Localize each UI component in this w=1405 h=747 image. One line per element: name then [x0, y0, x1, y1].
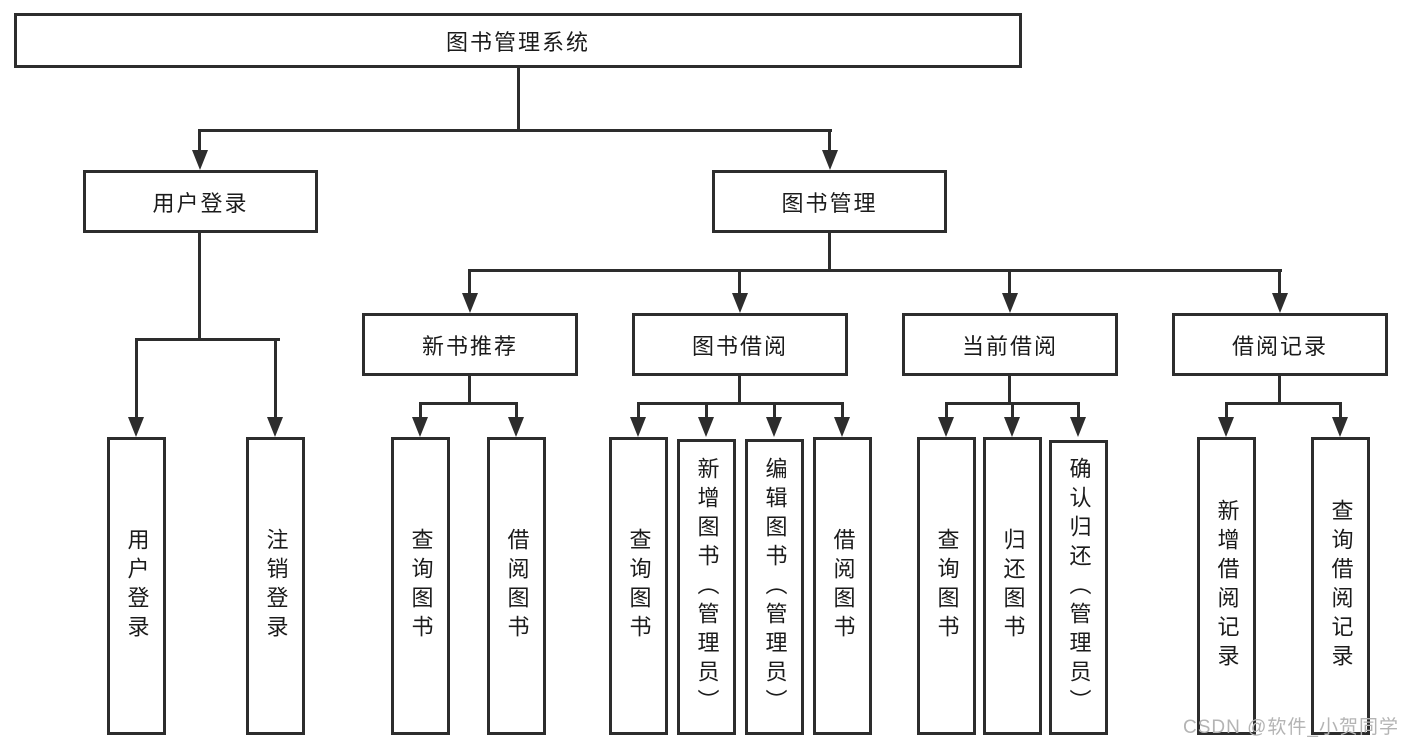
leaf-label: 新增借阅记录 — [1214, 499, 1240, 673]
connector-stem — [515, 402, 518, 418]
arrowhead — [938, 417, 954, 437]
leaf-label: 查询图书 — [626, 528, 652, 644]
connector-stem — [945, 402, 948, 418]
arrowhead — [1272, 293, 1288, 313]
leaf-label: 查询图书 — [408, 528, 434, 644]
arrowhead — [698, 417, 714, 437]
leaf-label: 查询图书 — [934, 528, 960, 644]
node-borrow-records: 借阅记录 — [1172, 313, 1388, 376]
arrowhead — [1004, 417, 1020, 437]
leaf-edit-books-admin: 编辑图书（管理员） — [745, 439, 804, 735]
connector-stem — [637, 402, 640, 418]
connector-new-book-horizontal — [419, 402, 518, 405]
leaf-query-books-recommend: 查询图书 — [391, 437, 450, 735]
connector-stem-borrow-records — [1278, 269, 1281, 296]
leaf-query-borrow-record: 查询借阅记录 — [1311, 437, 1370, 735]
connector-new-book-trunk — [468, 376, 471, 405]
node-current-borrow-label: 当前借阅 — [961, 333, 1058, 359]
connector-book-borrow-horizontal — [637, 402, 844, 405]
arrowhead — [267, 417, 283, 437]
node-user-login: 用户登录 — [83, 170, 318, 233]
leaf-label: 新增图书（管理员） — [694, 456, 720, 718]
connector-stem-current-borrow — [1008, 269, 1011, 296]
node-borrow-records-label: 借阅记录 — [1231, 333, 1328, 359]
connector-stem — [841, 402, 844, 418]
arrowhead — [732, 293, 748, 313]
connector-level1-horizontal — [199, 129, 832, 132]
leaf-query-books-current: 查询图书 — [917, 437, 976, 735]
leaf-confirm-return-admin: 确认归还（管理员） — [1049, 440, 1108, 735]
node-book-management: 图书管理 — [712, 170, 947, 233]
connector-level2-horizontal — [468, 269, 1282, 272]
arrowhead — [508, 417, 524, 437]
leaf-return-books: 归还图书 — [983, 437, 1042, 735]
leaf-query-books-borrow: 查询图书 — [609, 437, 668, 735]
leaf-add-books-admin: 新增图书（管理员） — [677, 439, 736, 735]
arrowhead — [766, 417, 782, 437]
connector-stem-book-management — [828, 129, 831, 152]
arrowhead — [834, 417, 850, 437]
leaf-user-login: 用户登录 — [107, 437, 166, 735]
leaf-label: 注销登录 — [263, 528, 289, 644]
node-current-borrow: 当前借阅 — [902, 313, 1118, 376]
leaf-label: 查询借阅记录 — [1328, 499, 1354, 673]
node-book-borrow: 图书借阅 — [632, 313, 848, 376]
leaf-label: 借阅图书 — [830, 528, 856, 644]
node-root-label: 图书管理系统 — [445, 29, 590, 55]
connector-stem — [419, 402, 422, 418]
leaf-logout-login: 注销登录 — [246, 437, 305, 735]
arrowhead — [412, 417, 428, 437]
node-user-login-label: 用户登录 — [152, 190, 249, 216]
node-book-borrow-label: 图书借阅 — [691, 333, 788, 359]
arrowhead — [630, 417, 646, 437]
connector-stem — [1339, 402, 1342, 418]
arrowhead — [1070, 417, 1086, 437]
leaf-label: 归还图书 — [1000, 528, 1026, 644]
connector-stem — [1225, 402, 1228, 418]
node-root: 图书管理系统 — [14, 13, 1022, 68]
csdn-watermark: CSDN @软件_小贺同学 — [1183, 717, 1399, 738]
node-new-book-recommend: 新书推荐 — [362, 313, 578, 376]
connector-user-login-horizontal — [135, 338, 280, 341]
connector-borrow-records-horizontal — [1225, 402, 1342, 405]
connector-stem-book-borrow — [738, 269, 741, 296]
connector-borrow-records-trunk — [1278, 376, 1281, 405]
arrowhead — [1002, 293, 1018, 313]
arrowhead — [1332, 417, 1348, 437]
leaf-borrow-books-recommend: 借阅图书 — [487, 437, 546, 735]
connector-stem — [705, 402, 708, 418]
node-new-book-recommend-label: 新书推荐 — [421, 333, 518, 359]
arrowhead — [128, 417, 144, 437]
leaf-label: 用户登录 — [124, 528, 150, 644]
node-book-management-label: 图书管理 — [781, 190, 878, 216]
arrowhead — [192, 150, 208, 170]
connector-root-trunk — [517, 68, 520, 130]
arrowhead — [1218, 417, 1234, 437]
arrowhead — [822, 150, 838, 170]
connector-stem-user-login — [198, 129, 201, 152]
connector-stem-leaf-user-login — [135, 338, 138, 417]
connector-user-login-trunk — [198, 233, 201, 341]
leaf-label: 确认归还（管理员） — [1066, 457, 1092, 718]
leaf-label: 编辑图书（管理员） — [762, 456, 788, 718]
connector-stem — [1011, 402, 1014, 418]
connector-book-management-trunk — [828, 233, 831, 272]
leaf-label: 借阅图书 — [504, 528, 530, 644]
connector-stem — [773, 402, 776, 418]
connector-stem-new-book — [468, 269, 471, 296]
leaf-borrow-books: 借阅图书 — [813, 437, 872, 735]
connector-current-borrow-trunk — [1008, 376, 1011, 405]
connector-stem — [1077, 402, 1080, 418]
connector-stem-leaf-logout — [274, 338, 277, 417]
connector-book-borrow-trunk — [738, 376, 741, 405]
arrowhead — [462, 293, 478, 313]
leaf-add-borrow-record: 新增借阅记录 — [1197, 437, 1256, 735]
